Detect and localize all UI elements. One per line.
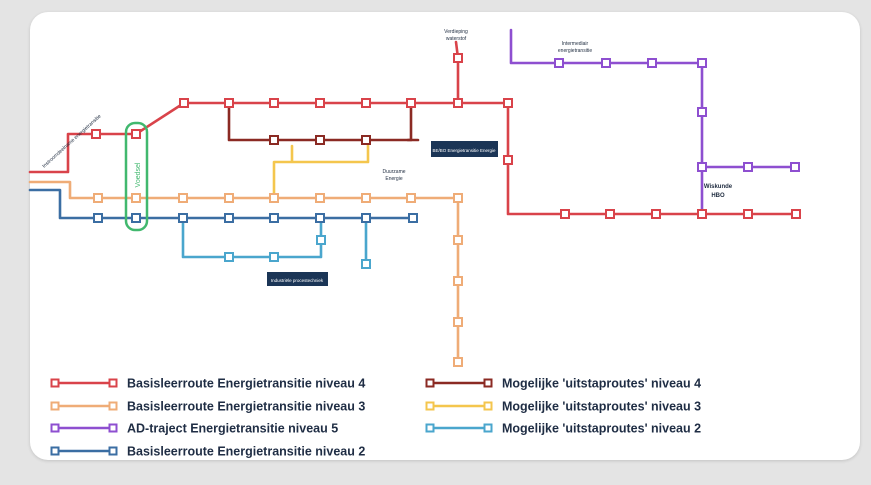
station-red xyxy=(91,129,101,139)
navy-box-1 xyxy=(431,141,498,157)
station-red xyxy=(179,98,189,108)
station-purple xyxy=(647,58,657,68)
line-red-main xyxy=(28,101,798,216)
wiskunde-label: Wiskunde xyxy=(704,184,733,190)
station-red xyxy=(791,209,801,219)
legend-label-5: Mogelijke 'uitstaproutes' niveau 3 xyxy=(502,400,701,414)
legend-label-2: AD-traject Energietransitie niveau 5 xyxy=(127,422,338,436)
station-orange xyxy=(315,193,325,203)
station-red xyxy=(651,209,661,219)
legend-marker xyxy=(425,423,435,433)
intermediate-label: Intermediair xyxy=(562,41,589,47)
station-orange xyxy=(453,276,463,286)
station-blue xyxy=(131,213,141,223)
duurzame-label-2: Energie xyxy=(385,176,402,182)
legend-marker xyxy=(50,446,60,456)
diagram-card xyxy=(30,12,860,460)
legend-marker xyxy=(50,401,60,411)
station-darkred xyxy=(269,135,279,145)
legend-marker xyxy=(50,378,60,388)
navy-box-2-label: Industriële procestechniek xyxy=(271,278,324,283)
station-red xyxy=(315,98,325,108)
station-lightblue xyxy=(316,235,326,245)
station-purple xyxy=(697,162,707,172)
station-red xyxy=(453,53,463,63)
station-blue xyxy=(408,213,418,223)
legend-label-1: Basisleerroute Energietransitie niveau 3 xyxy=(127,400,365,414)
legend-marker xyxy=(425,401,435,411)
station-blue xyxy=(315,213,325,223)
legend-label-6: Mogelijke 'uitstaproutes' niveau 2 xyxy=(502,422,701,436)
voedsel-highlight xyxy=(124,121,149,232)
station-blue xyxy=(361,213,371,223)
station-blue xyxy=(224,213,234,223)
wiskunde-label-2: HBO xyxy=(711,193,725,199)
station-purple xyxy=(697,58,707,68)
station-lightblue xyxy=(361,259,371,269)
station-red xyxy=(697,209,707,219)
station-blue xyxy=(178,213,188,223)
legend-label-3: Basisleerroute Energietransitie niveau 2 xyxy=(127,445,365,459)
station-lightblue xyxy=(269,252,279,262)
station-orange xyxy=(224,193,234,203)
station-red xyxy=(269,98,279,108)
intermediate-label-2: energietransitie xyxy=(558,48,592,54)
line-orange xyxy=(28,180,460,364)
station-orange xyxy=(361,193,371,203)
station-lightblue xyxy=(224,252,234,262)
station-orange xyxy=(93,193,103,203)
legend-marker xyxy=(108,378,118,388)
legend-marker xyxy=(108,423,118,433)
station-red xyxy=(361,98,371,108)
legend-marker xyxy=(108,401,118,411)
verdieping-label-2: waterstof xyxy=(446,36,467,42)
station-purple xyxy=(601,58,611,68)
station-orange xyxy=(178,193,188,203)
station-red xyxy=(453,98,463,108)
station-red xyxy=(605,209,615,219)
station-blue xyxy=(93,213,103,223)
duurzame-label: Duurzame xyxy=(382,169,405,175)
legend-marker xyxy=(483,423,493,433)
navy-box-2 xyxy=(267,272,328,286)
station-red xyxy=(503,155,513,165)
voedsel-label: Voedsel xyxy=(135,162,142,187)
navy-box-1-label: BE/BO Energietransitie Energie xyxy=(432,148,496,153)
station-orange xyxy=(453,193,463,203)
station-orange xyxy=(131,193,141,203)
line-red-branch xyxy=(454,40,460,105)
station-red xyxy=(743,209,753,219)
line-yellow xyxy=(272,138,370,200)
instroom-label: Instroomdeelname energietransitie xyxy=(41,113,102,169)
legend-label-4: Mogelijke 'uitstaproutes' niveau 4 xyxy=(502,377,701,391)
line-purple xyxy=(509,28,797,216)
station-orange xyxy=(453,357,463,367)
station-orange xyxy=(453,235,463,245)
line-blue xyxy=(28,188,415,220)
station-red xyxy=(131,129,141,139)
station-purple xyxy=(790,162,800,172)
station-red xyxy=(503,98,513,108)
legend-marker xyxy=(483,378,493,388)
station-purple xyxy=(554,58,564,68)
station-darkred xyxy=(315,135,325,145)
station-purple xyxy=(697,107,707,117)
legend-marker xyxy=(483,401,493,411)
station-red xyxy=(224,98,234,108)
legend-marker xyxy=(50,423,60,433)
line-darkred-loop xyxy=(227,101,413,142)
station-red xyxy=(560,209,570,219)
station-orange xyxy=(269,193,279,203)
legend-marker xyxy=(425,378,435,388)
legend-label-0: Basisleerroute Energietransitie niveau 4 xyxy=(127,377,365,391)
station-orange xyxy=(406,193,416,203)
station-blue xyxy=(269,213,279,223)
station-red xyxy=(406,98,416,108)
station-purple xyxy=(743,162,753,172)
station-darkred xyxy=(361,135,371,145)
legend-marker xyxy=(108,446,118,456)
verdieping-label: Verdieping xyxy=(444,29,468,35)
station-orange xyxy=(453,317,463,327)
